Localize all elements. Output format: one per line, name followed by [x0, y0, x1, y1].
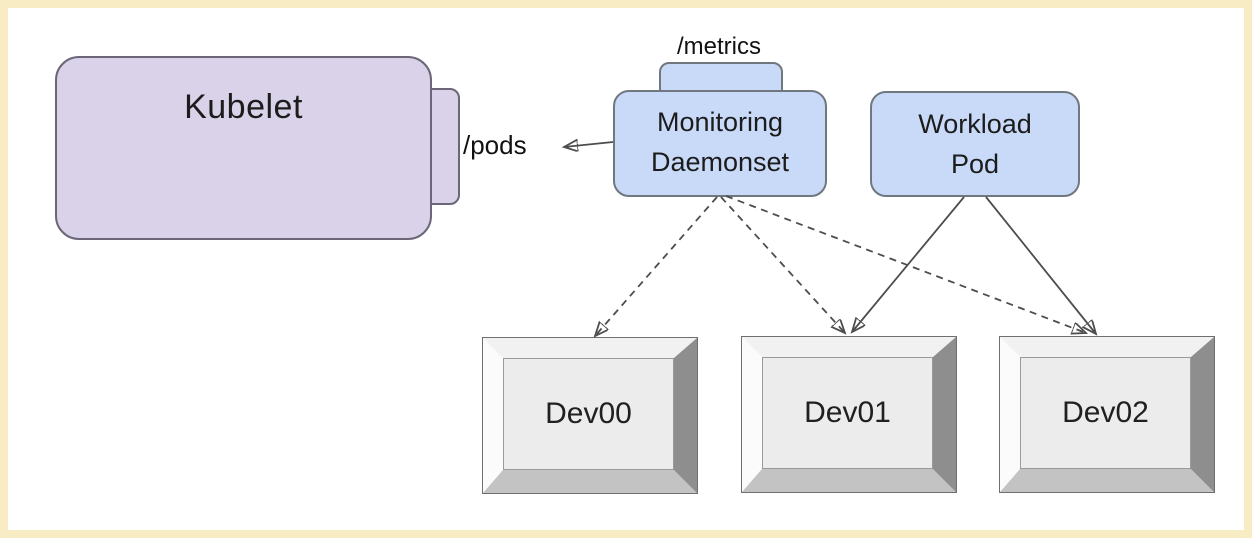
workload-pod-label: Workload Pod	[918, 109, 1032, 179]
dev01-bevel	[742, 337, 956, 492]
monitoring-daemonset-node	[613, 90, 827, 197]
workload-pod-node	[870, 91, 1080, 197]
dev00-bevel	[483, 338, 697, 493]
pods-port-label: /pods	[463, 130, 527, 160]
edge-workload-to-dev01	[852, 196, 965, 332]
dev01-node: Dev01	[742, 337, 956, 492]
dev02-label: Dev02	[1062, 396, 1149, 429]
edge-daemonset-to-dev00	[595, 196, 718, 336]
monitoring-daemonset-label: Monitoring Daemonset	[650, 107, 790, 177]
metrics-port-label: /metrics	[677, 33, 761, 60]
edge-daemonset-to-dev02	[725, 195, 1086, 333]
kubelet-label: Kubelet	[184, 88, 303, 126]
dev02-bevel	[1000, 337, 1214, 492]
edge-daemonset-to-dev01	[720, 196, 845, 333]
dev01-label: Dev01	[804, 396, 891, 429]
kubelet-node	[55, 56, 432, 240]
dev00-node: Dev00	[483, 338, 697, 493]
edge-workload-to-dev02	[985, 196, 1096, 334]
dev00-label: Dev00	[545, 397, 632, 430]
edge-daemonset-to-kubelet-pods	[564, 142, 614, 147]
dev02-node: Dev02	[1000, 337, 1214, 492]
